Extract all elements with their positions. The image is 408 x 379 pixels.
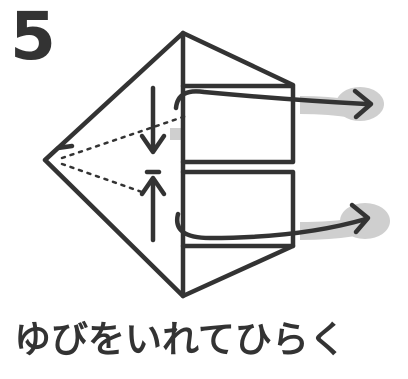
pocket-squares	[180, 83, 296, 249]
instruction-caption: ゆびをいれてひらく	[14, 318, 346, 361]
arrow-vertical-icon	[139, 85, 167, 243]
step-number: 5	[10, 0, 56, 75]
arrow-right-icon	[173, 88, 374, 241]
paper-outline	[42, 30, 296, 299]
fold-lines	[60, 114, 188, 194]
